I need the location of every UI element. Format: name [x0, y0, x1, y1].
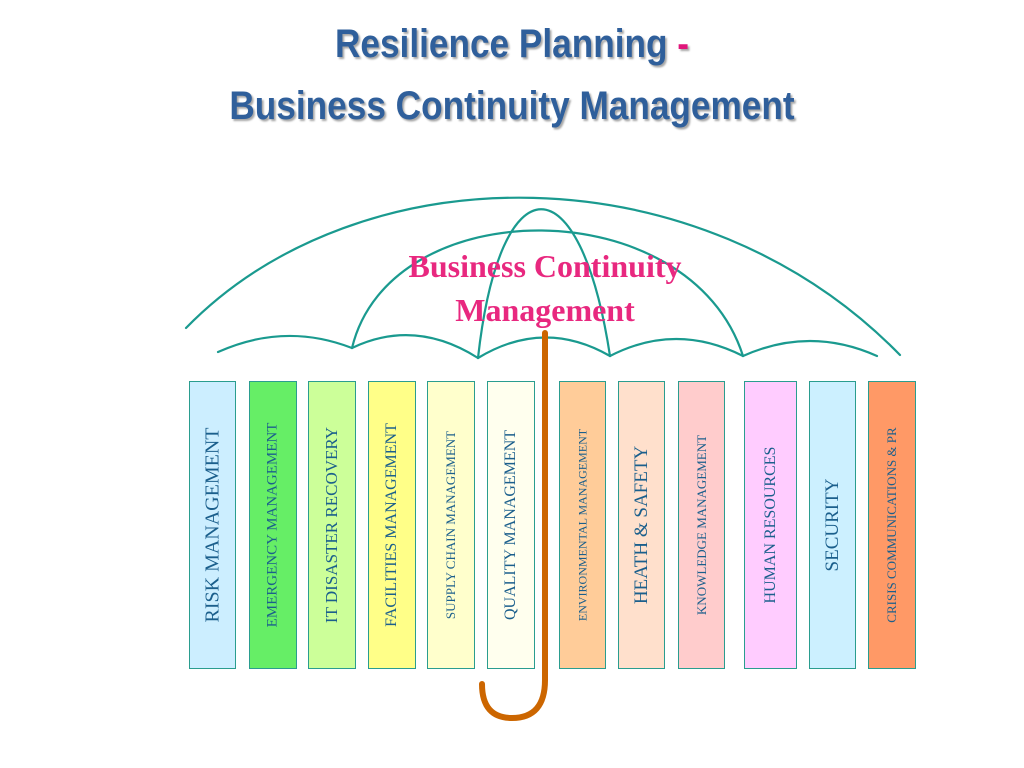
pillar-heath-safety: HEATH & SAFETY: [618, 381, 665, 669]
slide-title-line-2: Business Continuity Management: [229, 84, 795, 128]
pillar-label: KNOWLEDGE MANAGEMENT: [693, 434, 709, 616]
canopy-outer-arc: [184, 196, 902, 357]
pillar-label: ENVIRONMENTAL MANAGEMENT: [575, 428, 589, 622]
canopy-scallop: [216, 334, 354, 354]
pillar-label: IT DISASTER RECOVERY: [322, 426, 341, 624]
pillar-label: CRISIS COMMUNICATIONS & PR: [884, 427, 899, 623]
pillar-quality-management: QUALITY MANAGEMENT: [487, 381, 535, 669]
canopy-label-line-2: Management: [455, 292, 635, 328]
pillar-label: SECURITY: [821, 478, 843, 572]
pillar-emergency-management: EMERGENCY MANAGEMENT: [249, 381, 297, 669]
pillar-human-resources: HUMAN RESOURCES: [744, 381, 797, 669]
pillar-facilities-management: FACILITIES MANAGEMENT: [368, 381, 416, 669]
pillar-label: RISK MANAGEMENT: [201, 427, 223, 623]
pillar-label: QUALITY MANAGEMENT: [502, 429, 519, 621]
canopy-inner-arc: [350, 229, 745, 358]
pillar-risk-management: RISK MANAGEMENT: [189, 381, 236, 669]
pillar-security: SECURITY: [809, 381, 856, 669]
title-dash: -: [677, 22, 690, 66]
pillar-label: SUPPLY CHAIN MANAGEMENT: [443, 430, 458, 620]
canopy-label-line-1: Business Continuity: [408, 248, 682, 284]
umbrella-canopy: [184, 196, 902, 360]
canopy-scallop: [741, 339, 879, 358]
canopy-scallop: [608, 337, 745, 358]
canopy-scallop: [350, 334, 480, 360]
slide-title-text: Resilience Planning: [334, 22, 668, 66]
pillar-label: HUMAN RESOURCES: [761, 446, 779, 604]
pillar-it-disaster-recovery: IT DISASTER RECOVERY: [308, 381, 356, 669]
slide-title-line-1: Resilience Planning -: [61, 24, 962, 64]
canopy-label: Business Continuity Management: [340, 244, 750, 332]
pillar-supply-chain-management: SUPPLY CHAIN MANAGEMENT: [427, 381, 475, 669]
pillar-label: HEATH & SAFETY: [630, 445, 652, 605]
pillar-environmental-management: ENVIRONMENTAL MANAGEMENT: [559, 381, 606, 669]
pillar-label: EMERGENCY MANAGEMENT: [264, 422, 281, 628]
pillar-knowledge-management: KNOWLEDGE MANAGEMENT: [678, 381, 725, 669]
pillar-label: FACILITIES MANAGEMENT: [383, 423, 400, 627]
pillar-crisis-communications-pr: CRISIS COMMUNICATIONS & PR: [868, 381, 916, 669]
canopy-center-rib: [476, 208, 612, 360]
umbrella-handle: [479, 330, 548, 722]
